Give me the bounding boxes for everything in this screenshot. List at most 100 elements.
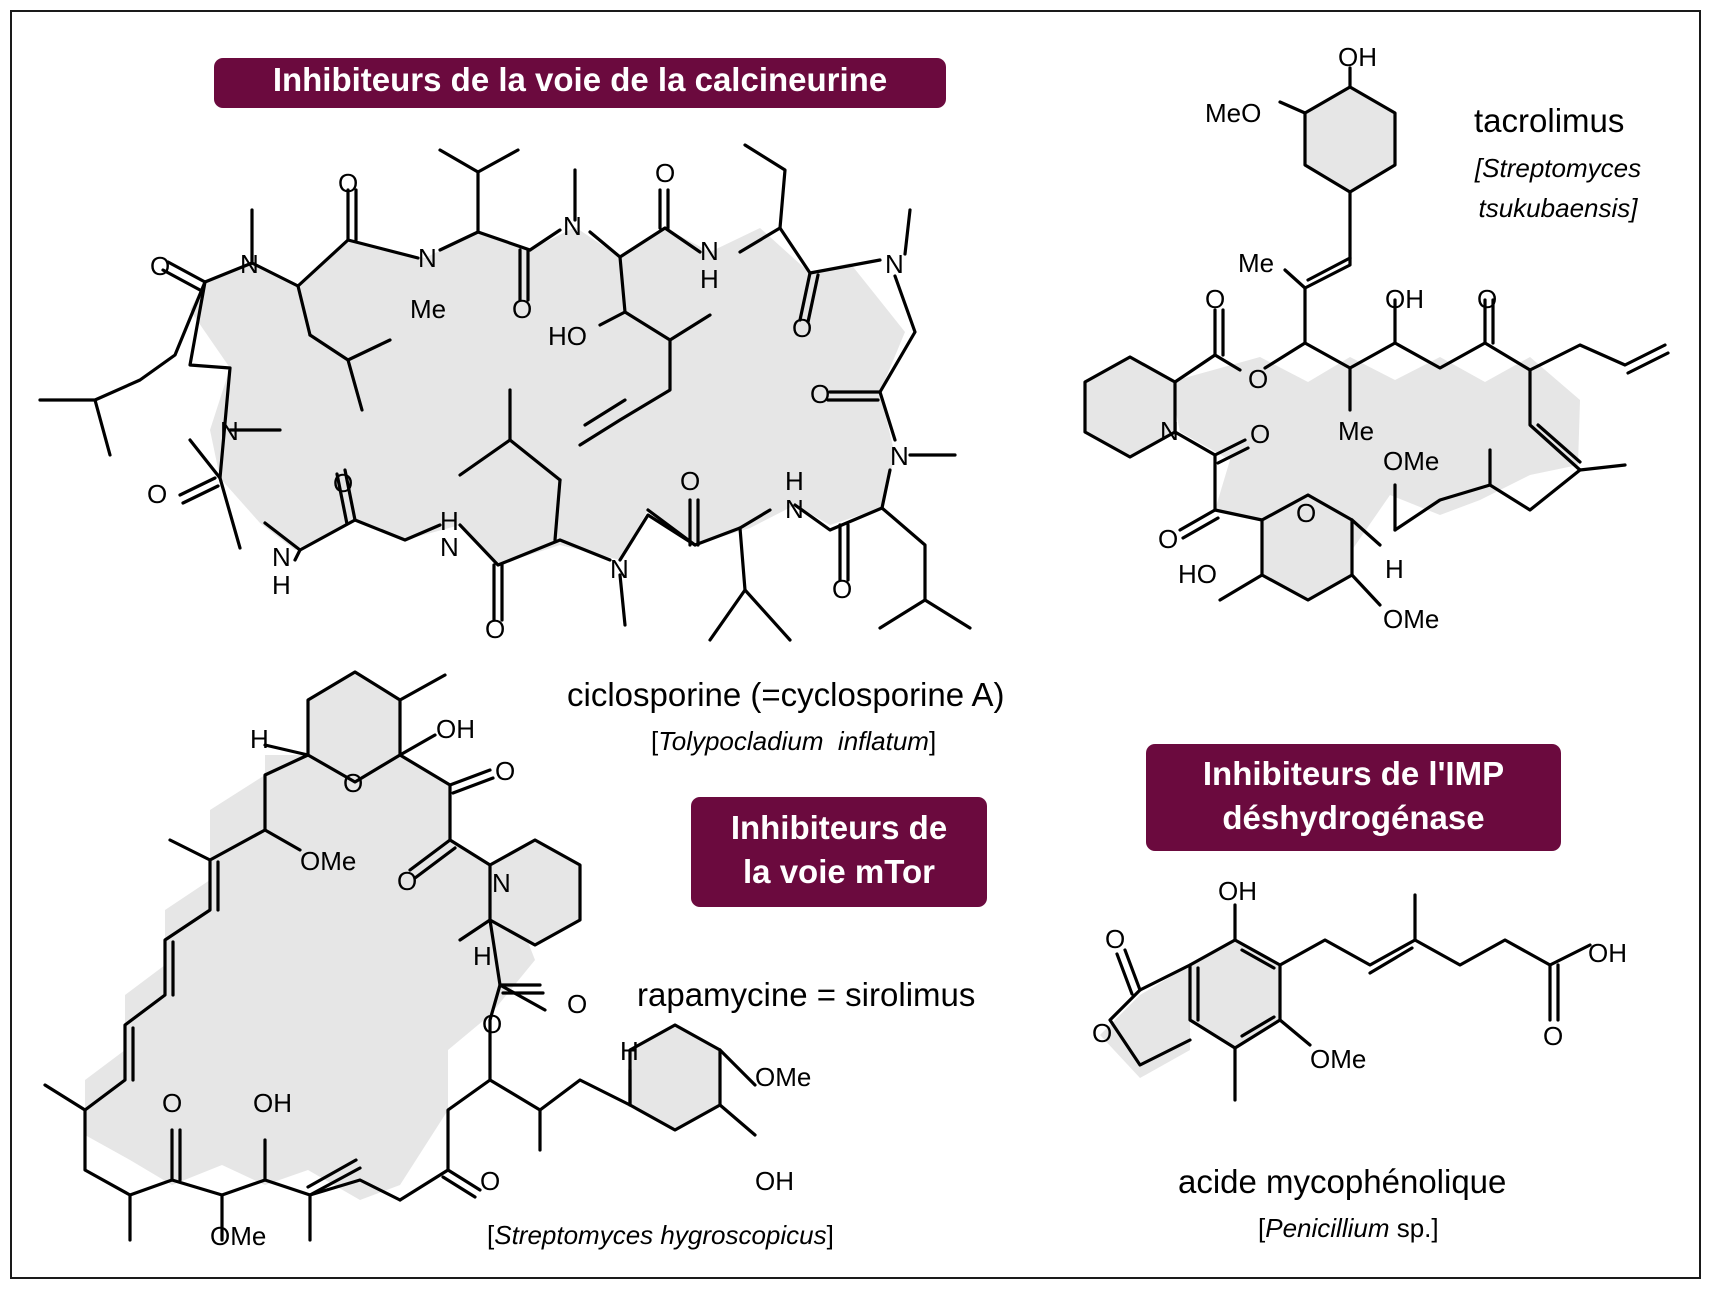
- ciclo-o7: O: [832, 574, 852, 604]
- tac-oh-top: OH: [1338, 42, 1377, 72]
- rapamycine-piperidine-fill: [490, 840, 580, 945]
- rapa-oh1: OH: [436, 714, 475, 744]
- tacrolimus-cyclohexane-fill: [1305, 87, 1395, 192]
- mycophenolique-source-rest: sp.]: [1389, 1213, 1439, 1243]
- ciclo-h4: H: [700, 264, 719, 294]
- banner-imp-line2: déshydrogénase: [1222, 799, 1485, 836]
- mycophenolique-bonds: [1108, 893, 1592, 1102]
- tacrolimus-macrocycle-fill: [1170, 357, 1580, 550]
- tac-h: H: [1385, 554, 1404, 584]
- tac-me1: Me: [1238, 248, 1274, 278]
- ciclo-o11: O: [147, 479, 167, 509]
- ciclosporine-source-open: [: [651, 726, 659, 756]
- rapa-o2: O: [397, 866, 417, 896]
- tac-oh-mid: OH: [1385, 284, 1424, 314]
- ciclo-o5: O: [792, 313, 812, 343]
- myco-oh: OH: [1218, 876, 1257, 906]
- ciclo-n11: N: [220, 416, 239, 446]
- figure-frame: [10, 10, 1701, 1279]
- tac-meo: MeO: [1205, 98, 1261, 128]
- ciclo-n5: N: [885, 249, 904, 279]
- rapamycine-source: [Streptomyces hygroscopicus]: [487, 1220, 834, 1251]
- myco-o-ring: O: [1092, 1018, 1112, 1048]
- banner-mtor-line2: la voie mTor: [743, 853, 935, 890]
- ciclo-n2: N: [418, 243, 437, 273]
- ciclo-o4: O: [655, 158, 675, 188]
- tacrolimus-source-line2: tsukubaensis]: [1478, 193, 1638, 223]
- tac-o-ring: O: [1248, 364, 1268, 394]
- ciclo-me1: Me: [410, 294, 446, 324]
- myco-o-carbonyl: O: [1105, 924, 1125, 954]
- ciclo-ho: HO: [548, 321, 587, 351]
- rapamycine-cyclohexane-fill: [630, 1025, 720, 1130]
- tac-ome2: OMe: [1383, 604, 1439, 634]
- tac-o-keto2: O: [1158, 524, 1178, 554]
- ciclo-o9: O: [485, 614, 505, 644]
- rapa-ome3: OMe: [210, 1221, 266, 1251]
- tac-o-amide: O: [1250, 419, 1270, 449]
- rapa-o1: O: [495, 756, 515, 786]
- mycophenolique-source: [Penicillium sp.]: [1258, 1213, 1439, 1244]
- ciclosporine-name: ciclosporine (=cyclosporine A): [567, 676, 1005, 713]
- tacrolimus-atom-labels: OH MeO Me O OH O O Me N O OMe O O HO H O…: [1158, 42, 1497, 634]
- mycophenolique-atom-labels: OH O O OMe OH O: [1092, 876, 1627, 1074]
- rapa-h1: H: [250, 724, 269, 754]
- rapa-h2: H: [473, 941, 492, 971]
- mycophenolique-source-open: [: [1258, 1213, 1266, 1243]
- myco-ome: OMe: [1310, 1044, 1366, 1074]
- ciclo-n8: N: [610, 554, 629, 584]
- rapa-ome2: OMe: [755, 1062, 811, 1092]
- ciclo-n4: N: [700, 236, 719, 266]
- rapamycine-source-open: [: [487, 1220, 495, 1250]
- myco-acid-o: O: [1543, 1021, 1563, 1051]
- ciclo-o10: O: [333, 468, 353, 498]
- tacrolimus-bonds: [1083, 66, 1670, 607]
- tac-n: N: [1160, 416, 1179, 446]
- ciclo-h9: H: [440, 506, 459, 536]
- ciclo-n7: N: [785, 494, 804, 524]
- tac-ho: HO: [1178, 559, 1217, 589]
- ciclo-o2: O: [338, 168, 358, 198]
- tac-me2: Me: [1338, 416, 1374, 446]
- tacrolimus-pyran-fill: [1262, 495, 1352, 600]
- mycophenolique-name: acide mycophénolique: [1178, 1163, 1507, 1200]
- rapamycine-structure: H OH O O OMe O N H O O H OMe OH O OH O O…: [43, 670, 811, 1251]
- tac-o-pyran: O: [1296, 498, 1316, 528]
- ciclo-h7: H: [785, 466, 804, 496]
- banner-imp: Inhibiteurs de l'IMP déshydrogénase: [1146, 744, 1561, 851]
- tacrolimus-name: tacrolimus: [1474, 102, 1625, 139]
- ciclo-o8: O: [680, 466, 700, 496]
- rapa-n: N: [492, 868, 511, 898]
- rapa-o5: O: [162, 1088, 182, 1118]
- ciclo-o1: O: [150, 251, 170, 281]
- tacrolimus-source-line1: [Streptomyces: [1474, 153, 1642, 183]
- rapamycine-atom-labels: H OH O O OMe O N H O O H OMe OH O OH O O…: [162, 714, 811, 1251]
- myco-acid-oh: OH: [1588, 938, 1627, 968]
- banner-mtor: Inhibiteurs de la voie mTor: [691, 797, 987, 907]
- mycophenolique-structure: OH O O OMe OH O: [1092, 876, 1627, 1102]
- ciclo-n9: N: [440, 532, 459, 562]
- myco-benzene-fill: [1190, 940, 1280, 1048]
- rapa-o3: O: [567, 989, 587, 1019]
- banner-imp-line1: Inhibiteurs de l'IMP: [1202, 755, 1505, 792]
- ciclo-n1: N: [240, 249, 259, 279]
- rapamycine-name: rapamycine = sirolimus: [637, 976, 976, 1013]
- ciclo-h10: H: [272, 570, 291, 600]
- tac-o-ketone: O: [1477, 284, 1497, 314]
- ciclosporine-source: [Tolypocladium inflatum]: [651, 726, 936, 757]
- ciclo-n10: N: [272, 542, 291, 572]
- ciclo-o3: O: [512, 294, 532, 324]
- ciclo-n6: N: [890, 441, 909, 471]
- ciclosporine-structure: O N O N Me O N O N H HO O N O N H N O O …: [38, 143, 972, 644]
- banner-calcineurin: Inhibiteurs de la voie de la calcineurin…: [214, 58, 946, 108]
- ciclosporine-source-close: ]: [928, 726, 937, 756]
- mycophenolique-source-genus: Penicillium: [1265, 1213, 1390, 1243]
- rapa-ome1: OMe: [300, 846, 356, 876]
- rapamycine-source-species: Streptomyces hygroscopicus: [494, 1220, 827, 1250]
- banner-mtor-line1: Inhibiteurs de: [730, 809, 948, 846]
- rapa-o-pyran: O: [343, 768, 363, 798]
- rapa-o-ester: O: [482, 1009, 502, 1039]
- tacrolimus-piperidine-fill: [1085, 357, 1175, 457]
- rapa-h3: H: [620, 1036, 639, 1066]
- ciclo-n3: N: [563, 211, 582, 241]
